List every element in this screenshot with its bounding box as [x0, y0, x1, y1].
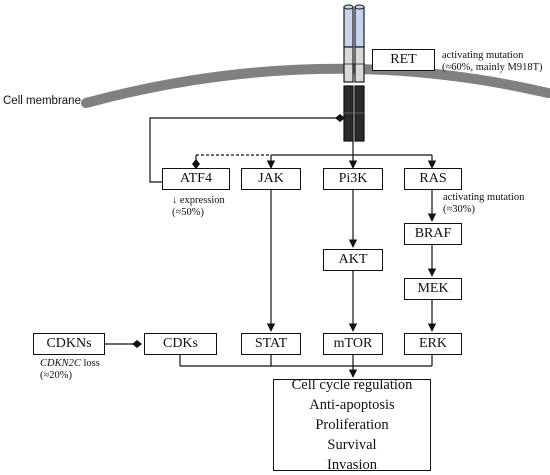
- cdkn2c-gene-name: CDKN2C: [40, 358, 81, 369]
- atf4-note-line1: ↓ expression: [172, 195, 225, 206]
- ret-extracellular-domain: [343, 4, 365, 48]
- outcome-item: Anti-apoptosis: [309, 397, 395, 413]
- ret-kinase-domain: [343, 85, 365, 142]
- ras-mutation-line2: (≈30%): [443, 204, 476, 216]
- atf4-expression-note: ↓ expression (≈50%): [172, 195, 225, 219]
- cdks-node: CDKs: [144, 333, 217, 355]
- ras-node: RAS: [404, 168, 462, 190]
- atf4-node: ATF4: [162, 168, 230, 190]
- cdkn2c-loss-line: CDKN2C loss: [40, 358, 100, 370]
- outcome-item: Cell cycle regulation: [291, 377, 413, 393]
- ras-mutation-line1: activating mutation: [443, 192, 525, 203]
- outcome-item: Survival: [327, 437, 377, 453]
- stat-node: STAT: [241, 333, 301, 355]
- ret-transmembrane-domain: [343, 46, 365, 83]
- ras-mutation-note: activating mutation (≈30%): [443, 192, 524, 216]
- cdkn2c-loss-note: CDKN2C loss (≈20%): [40, 358, 100, 382]
- cdkns-node: CDKNs: [33, 333, 105, 355]
- atf4-feedback-line: [149, 117, 340, 183]
- cell-membrane: [81, 63, 550, 108]
- cellular-outcomes-box: Cell cycle regulation Anti-apoptosis Pro…: [273, 377, 431, 473]
- erk-node: ERK: [404, 333, 462, 355]
- braf-node: BRAF: [404, 223, 462, 245]
- mek-node: MEK: [404, 278, 462, 300]
- cell-membrane-label: Cell membrane: [3, 95, 81, 107]
- ret-mutation-line2: (≈60%, mainly M918T): [442, 62, 543, 74]
- cdks-inhibition-diamond: [132, 340, 142, 348]
- cdkn2c-freq: (≈20%): [40, 370, 73, 382]
- jak-node: JAK: [241, 168, 301, 190]
- ret-node: RET: [372, 49, 435, 71]
- pi3k-node: Pi3K: [323, 168, 383, 190]
- atf4-note-line2: (≈50%): [172, 207, 205, 219]
- outcome-item: Invasion: [327, 457, 377, 473]
- akt-node: AKT: [323, 249, 383, 271]
- ret-mutation-note: activating mutation (≈60%, mainly M918T): [442, 50, 543, 74]
- mtor-node: mTOR: [323, 333, 383, 355]
- cdkn2c-loss-text: loss: [80, 358, 100, 369]
- ret-inhibition-diamond: [335, 114, 345, 122]
- atf4-inhibition-diamond: [192, 159, 200, 169]
- outcome-item: Proliferation: [315, 417, 389, 433]
- ret-mutation-line1: activating mutation: [442, 50, 524, 61]
